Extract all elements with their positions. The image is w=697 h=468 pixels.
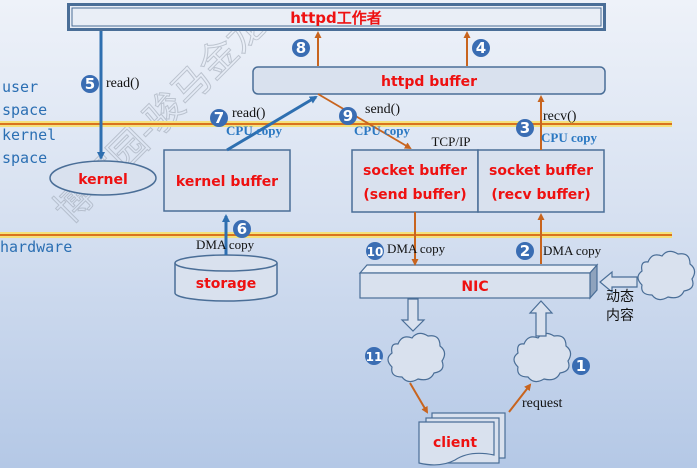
- socket-recv-label-2: (recv buffer): [491, 187, 590, 203]
- step-badge-2: [516, 242, 534, 260]
- dynamic-content-label-1: 动态: [606, 289, 634, 305]
- step-number-9: 9: [343, 107, 353, 125]
- step-number-7: 7: [214, 109, 224, 127]
- kernel-buffer-box: kernel buffer: [163, 149, 291, 212]
- read-label-7: read(): [232, 106, 266, 121]
- client-label: client: [433, 435, 477, 451]
- cloud-inbound-icon: [513, 332, 572, 383]
- socket-recv-buffer-box: socket buffer (recv buffer): [477, 149, 605, 213]
- dma-copy-label-10: DMA copy: [387, 241, 446, 256]
- dma-copy-label-6: DMA copy: [196, 237, 255, 252]
- zone-kernel-label-1: kernel: [2, 126, 56, 144]
- step-badge-1: [572, 357, 590, 375]
- storage-cylinder: storage: [174, 254, 278, 302]
- step-badge-8: [292, 39, 310, 57]
- step-badge-3: [516, 119, 534, 137]
- nic-box: NIC: [358, 263, 599, 300]
- dynamic-to-nic-arrow: [599, 270, 638, 294]
- step-badge-7: [210, 109, 228, 127]
- kernel-ellipse: kernel: [49, 160, 157, 196]
- tcpip-label: TCP/IP: [431, 134, 470, 149]
- client-documents: client: [418, 412, 506, 466]
- httpd-buffer-to-socket-send-arrow: [317, 93, 412, 150]
- cloud-to-nic-arrow: [528, 300, 554, 337]
- cpu-copy-label-7: CPU copy: [226, 123, 282, 138]
- step-number-11: 11: [366, 350, 383, 364]
- socket-recv-label-1: socket buffer: [489, 163, 593, 179]
- recv-label: recv(): [543, 109, 577, 124]
- send-label: send(): [365, 102, 400, 117]
- httpd-worker-label: httpd工作者: [290, 9, 382, 27]
- step-badge-11: [365, 347, 383, 365]
- step-number-1: 1: [576, 357, 586, 375]
- cloud-dynamic-content-icon: [637, 250, 696, 301]
- socket-send-label-1: socket buffer: [363, 163, 467, 179]
- nic-to-cloud-arrow: [400, 298, 426, 332]
- step-badge-6: [233, 220, 251, 238]
- zone-user-label-2: space: [2, 101, 47, 119]
- step-badge-4: [472, 39, 490, 57]
- step-badge-5: [81, 75, 99, 93]
- httpd-buffer-box: httpd buffer: [252, 66, 606, 95]
- cloud-outbound-icon: [387, 332, 446, 383]
- kernel-buffer-to-httpd-buffer-arrow: [226, 95, 318, 152]
- step-number-10: 10: [367, 245, 384, 259]
- cloud-to-client-arrow: [409, 382, 429, 414]
- step-number-2: 2: [520, 242, 530, 260]
- httpd-worker-box: httpd工作者: [67, 3, 606, 31]
- dynamic-content-label-2: 内容: [606, 307, 634, 324]
- step-number-6: 6: [237, 220, 247, 238]
- request-label: request: [522, 396, 563, 411]
- step-number-3: 3: [520, 119, 530, 137]
- cpu-copy-label-3: CPU copy: [541, 130, 597, 145]
- step-number-8: 8: [296, 39, 306, 57]
- httpd-buffer-label: httpd buffer: [381, 74, 477, 90]
- zone-hardware-label: hardware: [0, 238, 72, 256]
- client-request-arrow: [508, 383, 532, 413]
- step-badge-9: [339, 107, 357, 125]
- step-number-5: 5: [85, 75, 95, 93]
- step-number-4: 4: [476, 39, 486, 57]
- nic-label: NIC: [461, 279, 488, 295]
- socket-send-label-2: (send buffer): [363, 187, 466, 203]
- socket-send-buffer-box: socket buffer (send buffer): [351, 149, 479, 213]
- kernel-buffer-label: kernel buffer: [176, 174, 278, 190]
- read-label-5: read(): [106, 76, 140, 91]
- zone-kernel-label-2: space: [2, 149, 47, 167]
- dma-copy-label-2: DMA copy: [543, 243, 602, 258]
- cpu-copy-label-9: CPU copy: [354, 123, 410, 138]
- user-kernel-boundary: [0, 121, 672, 127]
- storage-label: storage: [196, 276, 257, 292]
- kernel-hardware-boundary: [0, 232, 672, 238]
- step-badge-10: [366, 242, 384, 260]
- step-badges: 1 2 3 4 5 6 7 8 9 10 11: [81, 39, 590, 375]
- zone-user-label-1: user: [2, 78, 38, 96]
- kernel-label: kernel: [78, 172, 128, 188]
